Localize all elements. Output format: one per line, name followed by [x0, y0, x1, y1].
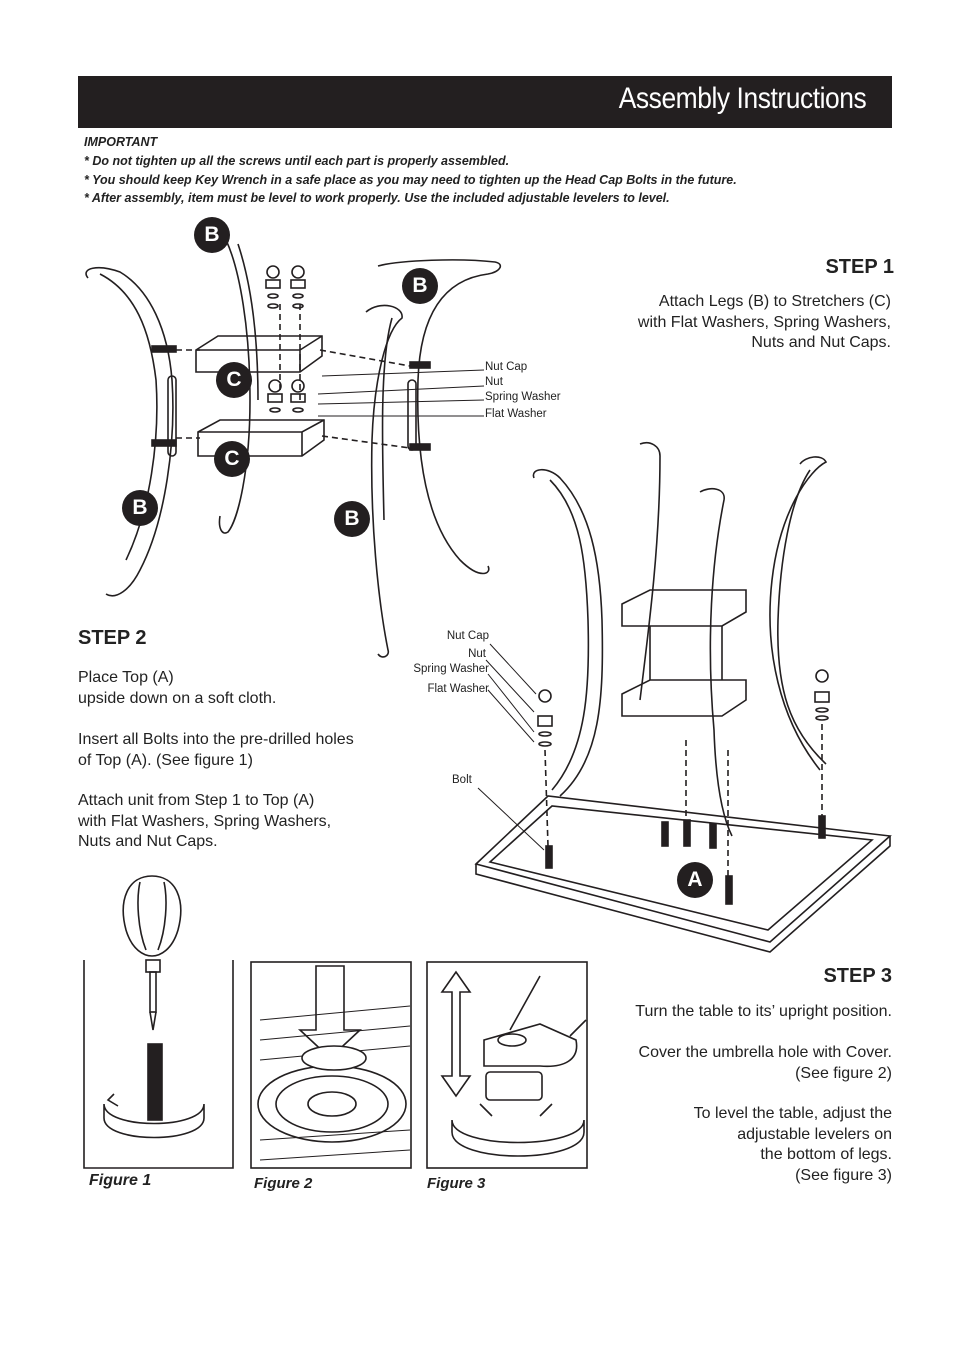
step1-label-nut-cap: Nut Cap [485, 361, 528, 373]
badge-leg-b-3: B [122, 490, 158, 526]
step1-heading: STEP 1 [825, 256, 894, 278]
step3-heading: STEP 3 [823, 965, 892, 987]
step1-label-spring-washer: Spring Washer [485, 391, 561, 403]
page-title: Assembly Instructions [618, 82, 866, 115]
step1-exploded-base [85, 239, 502, 658]
figure2-caption: Figure 2 [254, 1175, 313, 1192]
step1-text: Attach Legs (B) to Stretchers (C) with F… [637, 293, 891, 351]
step1-label-nut: Nut [485, 376, 503, 388]
step2-heading: STEP 2 [78, 627, 147, 649]
badge-leg-b-4: B [334, 501, 370, 537]
step2-label-flat-washer: Flat Washer [427, 683, 489, 695]
step2-para-1: Place Top (A) upside down on a soft clot… [78, 669, 277, 707]
badge-leg-b-2: B [402, 268, 438, 304]
badge-stretcher-c-1: C [216, 362, 252, 398]
important-heading: IMPORTANT [84, 135, 158, 149]
step3-para-3: To level the table, adjust the adjustabl… [693, 1105, 892, 1184]
step3-para-2: Cover the umbrella hole with Cover. (See… [638, 1044, 892, 1082]
step2-para-2: Insert all Bolts into the pre-drilled ho… [78, 731, 354, 769]
step2-para-3: Attach unit from Step 1 to Top (A) with … [78, 792, 332, 850]
header-bar: Assembly Instructions [78, 76, 892, 128]
figure1-drawing [103, 875, 205, 1139]
step1-label-flat-washer: Flat Washer [485, 408, 547, 420]
step2-assembly [474, 441, 892, 953]
step3-para-1: Turn the table to its’ upright position. [635, 1003, 892, 1020]
step2-label-nut: Nut [468, 648, 486, 660]
figure-frames [83, 960, 588, 1169]
important-line-2: * You should keep Key Wrench in a safe p… [84, 173, 737, 187]
step2-label-nut-cap: Nut Cap [446, 630, 489, 642]
step2-label-spring-washer: Spring Washer [413, 663, 489, 675]
badge-stretcher-c-2: C [214, 441, 250, 477]
important-line-1: * Do not tighten up all the screws until… [84, 154, 510, 168]
step2-label-bolt: Bolt [452, 774, 472, 786]
important-line-3: * After assembly, item must be level to … [84, 191, 670, 205]
badge-leg-b-1: B [194, 217, 230, 253]
figure3-caption: Figure 3 [427, 1175, 486, 1192]
badge-top-a: A [677, 862, 713, 898]
figure1-caption: Figure 1 [89, 1172, 152, 1189]
figure2-drawing [257, 965, 411, 1161]
figure3-drawing [440, 970, 587, 1157]
